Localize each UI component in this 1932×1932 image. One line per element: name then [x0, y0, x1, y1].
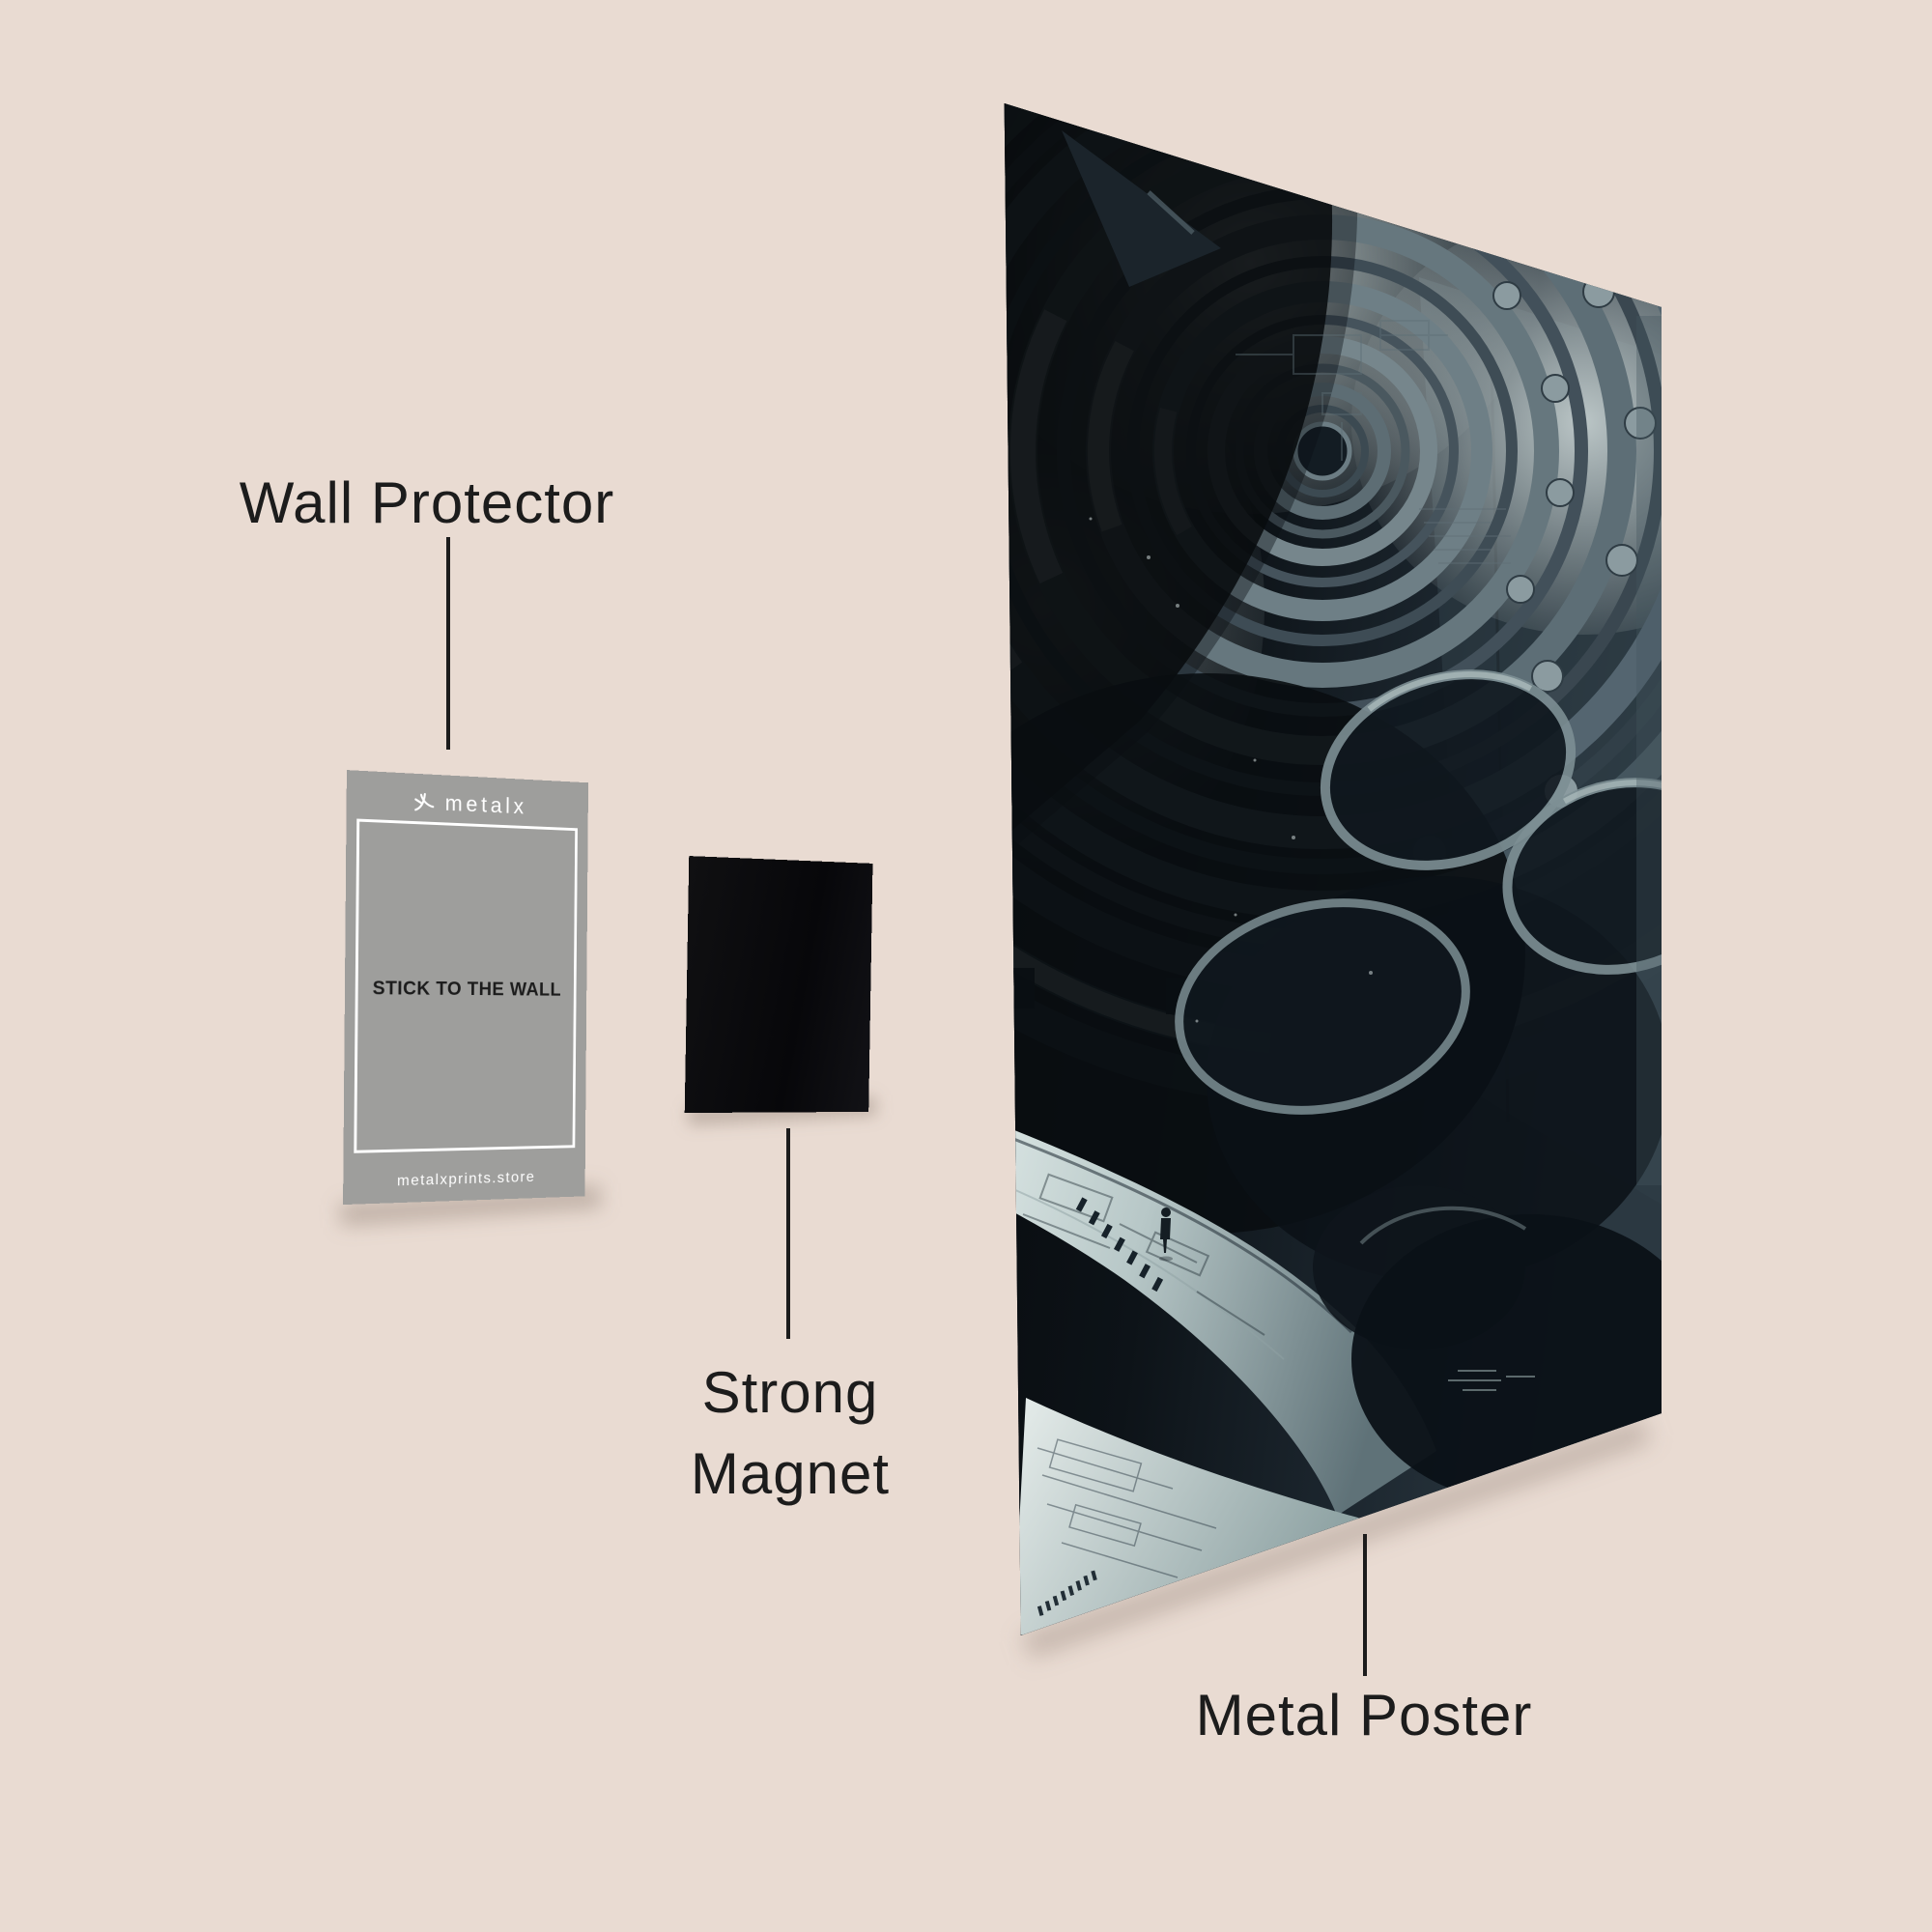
metalx-logo-icon [412, 789, 436, 815]
circuit-details [1236, 320, 1511, 564]
strong-magnet-label: Strong Magnet [691, 1352, 890, 1515]
wall-protector-label: Wall Protector [239, 470, 615, 535]
card-sticker-text: STICK TO THE WALL [372, 978, 562, 1001]
strong-magnet-label-line1: Strong [701, 1360, 879, 1425]
dust-specks [1089, 517, 1373, 1023]
poster-artwork [1004, 103, 1662, 1635]
metal-poster [1004, 103, 1662, 1635]
strong-magnet [684, 856, 873, 1114]
card-brand-name: metalx [444, 790, 527, 819]
porthole-rings [1175, 669, 1662, 1115]
card-brand-row: metalx [347, 785, 588, 822]
person-figure [1159, 1208, 1173, 1262]
wall-protector-leader-line [446, 537, 450, 750]
card-website: metalxprints.store [396, 1169, 536, 1190]
wall-protector-card: metalx STICK TO THE WALL metalxprints.st… [343, 770, 589, 1206]
walkway [1004, 1103, 1436, 1516]
strong-magnet-label-line2: Magnet [690, 1441, 891, 1506]
strong-magnet-leader-line [786, 1128, 790, 1339]
metal-poster-leader-line [1363, 1534, 1367, 1676]
metal-poster-label: Metal Poster [1195, 1683, 1533, 1747]
